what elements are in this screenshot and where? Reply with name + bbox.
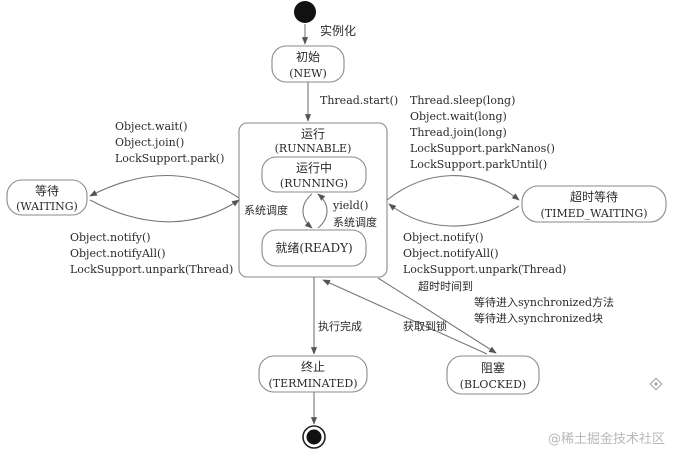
- state-timed-waiting-en: (TIMED_WAITING): [540, 207, 647, 220]
- arrow-enter-sync: [377, 277, 497, 354]
- state-timed-waiting-name: 超时等待: [570, 189, 618, 204]
- state-ready: [261, 229, 367, 267]
- state-running: [261, 156, 367, 193]
- state-blocked-name: 阻塞: [481, 360, 505, 375]
- arrow-yield-up: [317, 193, 328, 229]
- state-new-en: (NEW): [289, 67, 327, 80]
- state-blocked-en: (BLOCKED): [460, 378, 526, 391]
- arrow-from-waiting: [89, 199, 240, 223]
- label-timeout: 超时时间到: [418, 279, 473, 293]
- label-object-notifyall-right: Object.notifyAll(): [403, 247, 499, 260]
- state-terminated: [258, 355, 368, 393]
- label-thread-sleep: Thread.sleep(long): [410, 94, 515, 107]
- label-object-wait: Object.wait(): [115, 120, 188, 133]
- state-ready-name: 就绪(READY): [275, 241, 352, 255]
- end-node: [306, 429, 322, 445]
- label-thread-start: Thread.start(): [320, 94, 398, 107]
- label-yield: yield(): [332, 199, 368, 212]
- state-waiting: [6, 179, 88, 216]
- label-locksupport-parkuntil: LockSupport.parkUntil(): [410, 158, 547, 171]
- arrow-from-timed-waiting: [388, 203, 520, 227]
- label-object-notify-right: Object.notify(): [403, 231, 484, 244]
- label-thread-join-long: Thread.join(long): [410, 126, 507, 139]
- arrow-to-waiting: [89, 174, 240, 199]
- state-runnable-en: (RUNNABLE): [275, 142, 352, 155]
- state-running-name: 运行中: [296, 160, 332, 175]
- arrow-schedule-down: [302, 193, 313, 229]
- state-new-name: 初始: [296, 50, 320, 64]
- state-waiting-en: (WAITING): [16, 200, 78, 213]
- label-sync-method: 等待进入synchronized方法: [474, 295, 614, 309]
- state-terminated-en: (TERMINATED): [269, 377, 358, 390]
- label-locksupport-unpark-right: LockSupport.unpark(Thread): [403, 263, 566, 276]
- state-timed-waiting: [521, 185, 667, 223]
- ornament-icon: [649, 377, 663, 391]
- label-locksupport-unpark-left: LockSupport.unpark(Thread): [70, 263, 233, 276]
- label-sync-block: 等待进入synchronized块: [474, 311, 603, 325]
- state-waiting-name: 等待: [35, 184, 59, 198]
- label-object-notify-left: Object.notify(): [70, 231, 151, 244]
- state-blocked: [446, 355, 540, 395]
- arrow-to-timed-waiting: [386, 175, 520, 201]
- label-locksupport-parknanos: LockSupport.parkNanos(): [410, 142, 555, 155]
- arrow-acquire-lock: [322, 279, 488, 355]
- state-runnable-name: 运行: [301, 127, 325, 141]
- state-terminated-name: 终止: [301, 359, 325, 374]
- label-object-wait-long: Object.wait(long): [410, 110, 507, 123]
- label-instantiate: 实例化: [320, 23, 356, 38]
- label-locksupport-park: LockSupport.park(): [115, 152, 224, 165]
- label-schedule-left: 系统调度: [244, 203, 288, 217]
- watermark: @稀土掘金技术社区: [547, 432, 665, 447]
- label-finish: 执行完成: [318, 319, 362, 333]
- label-schedule-right: 系统调度: [333, 215, 377, 229]
- label-acquire-lock: 获取到锁: [403, 319, 447, 333]
- label-object-join: Object.join(): [115, 136, 184, 149]
- state-running-en: (RUNNING): [280, 177, 348, 190]
- label-object-notifyall-left: Object.notifyAll(): [70, 247, 166, 260]
- start-node: [294, 1, 316, 23]
